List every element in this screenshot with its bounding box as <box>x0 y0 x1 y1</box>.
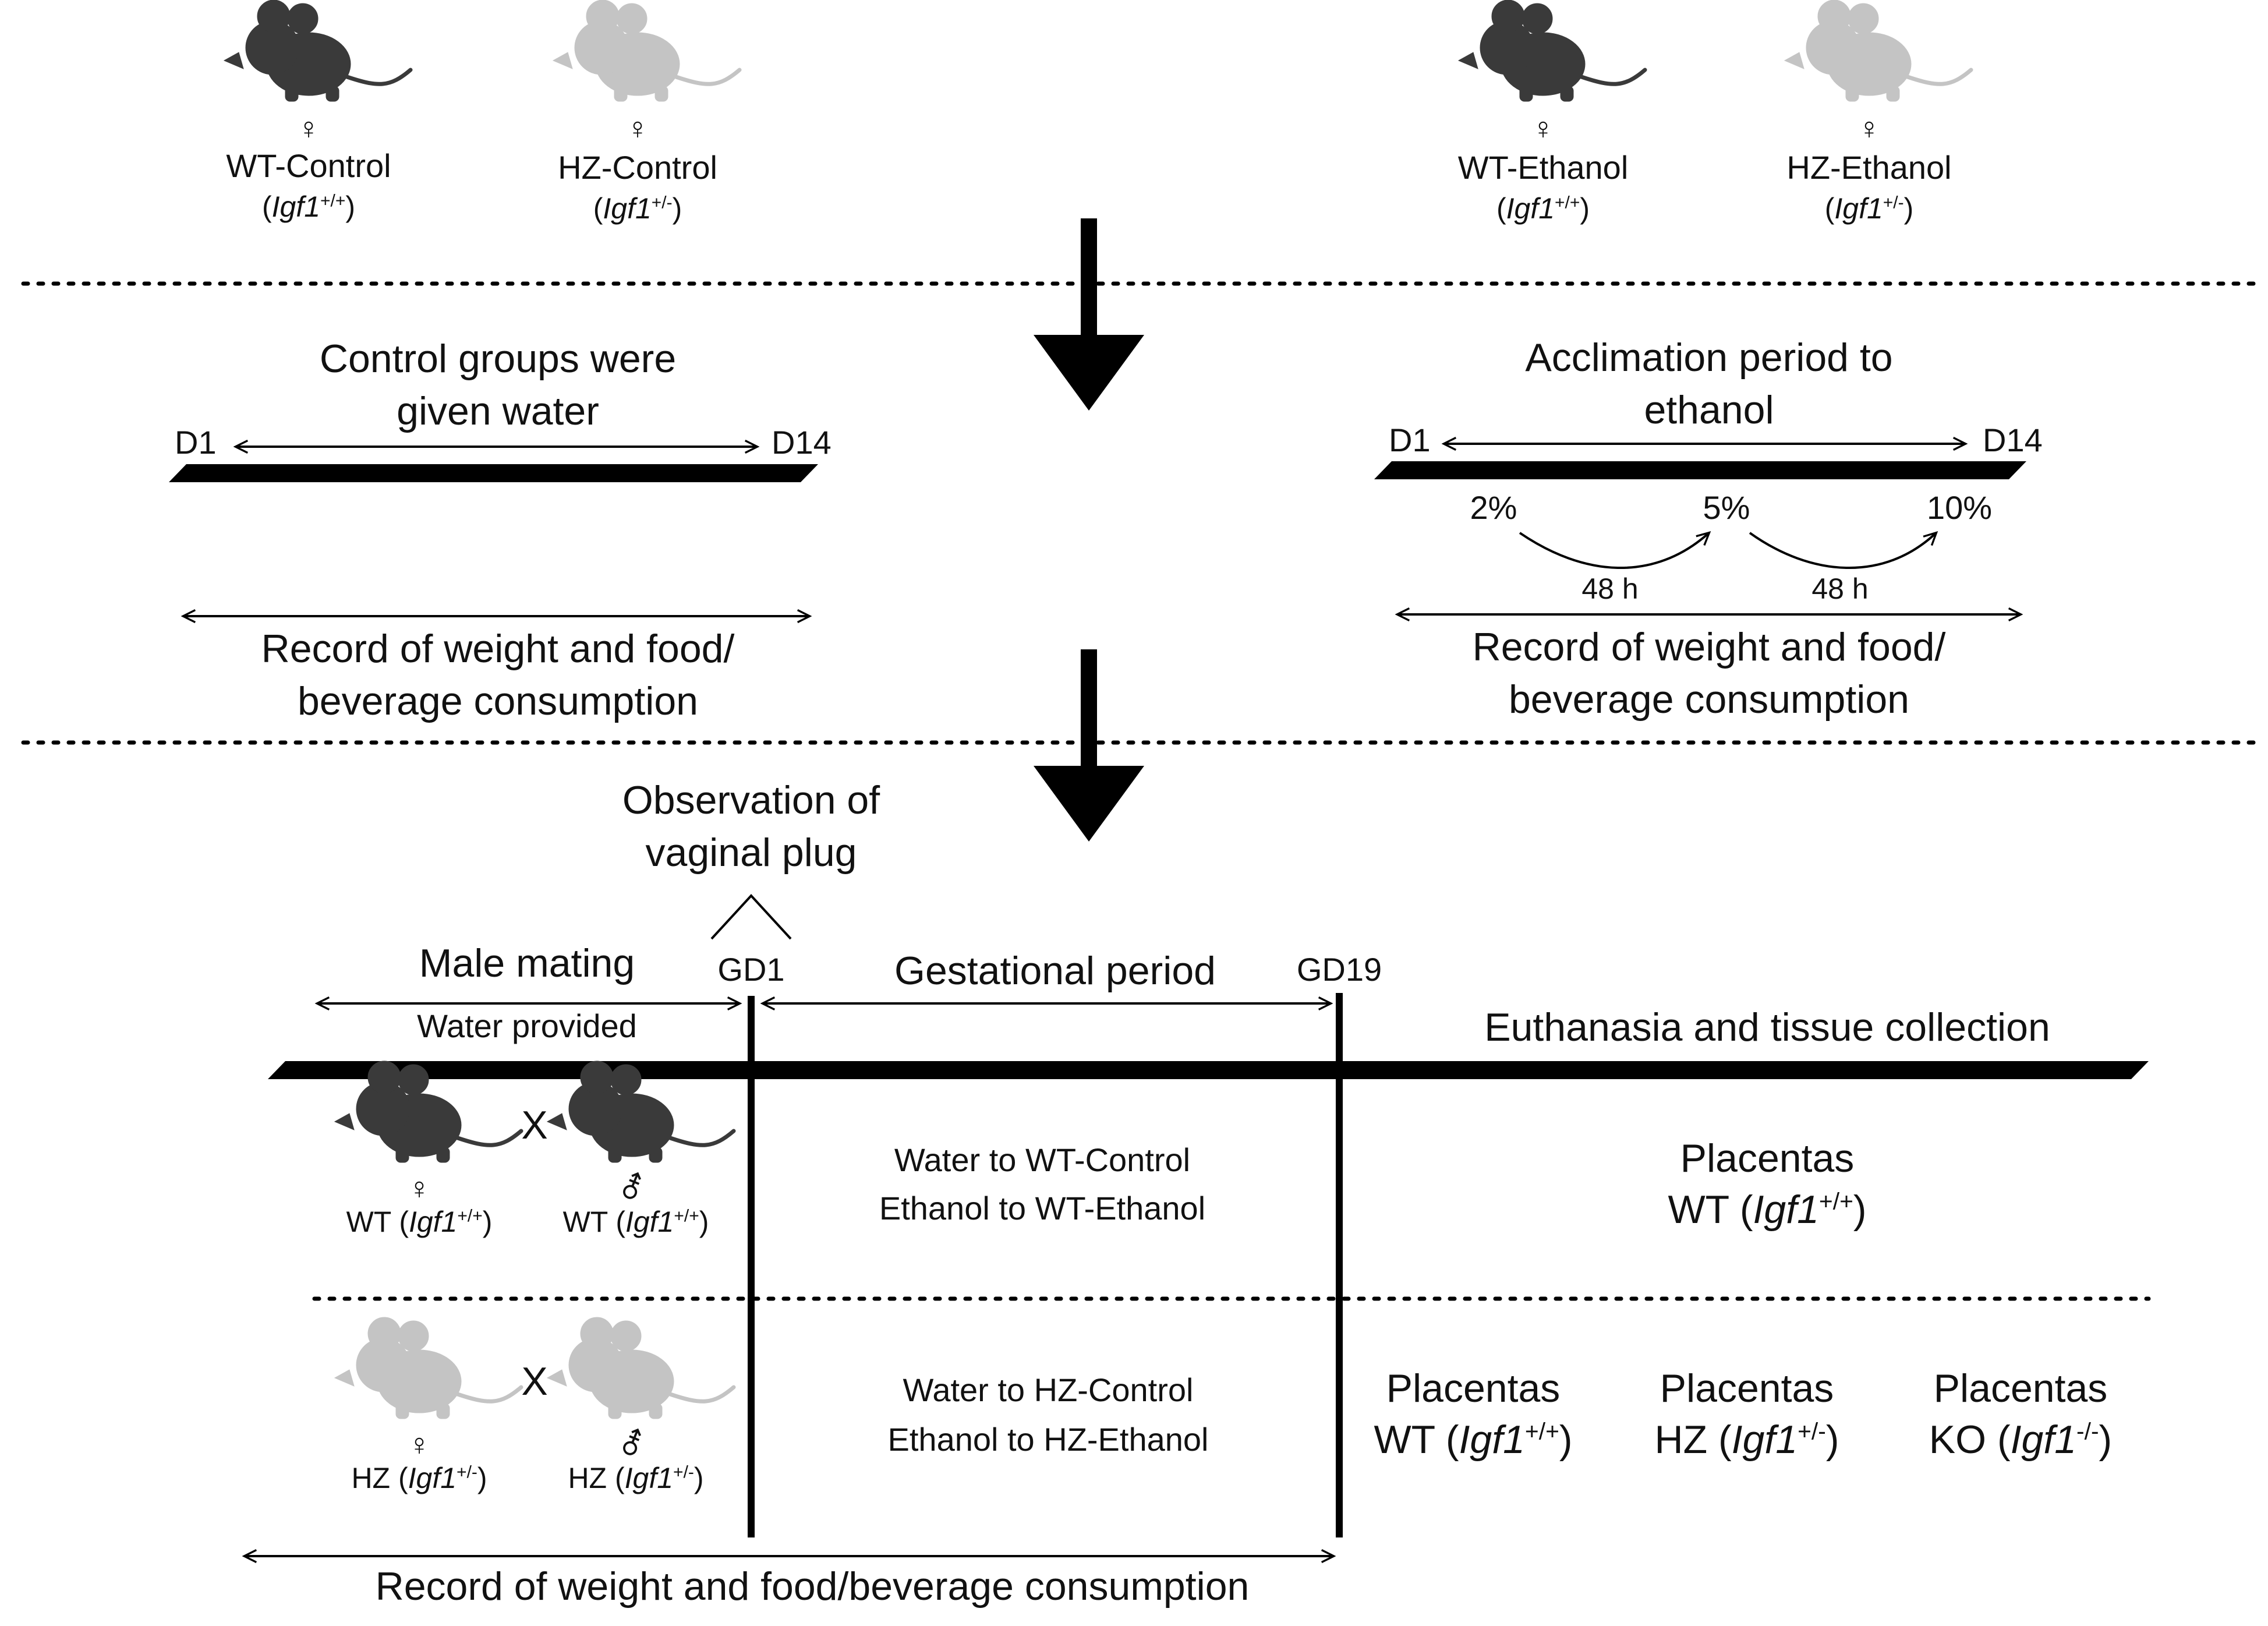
record-caption: Record of weight and food/ <box>261 627 735 671</box>
mouse-hz-icon <box>335 1317 521 1419</box>
mouse-hz-icon <box>547 1317 734 1419</box>
female-symbol-icon: ♀ <box>297 112 320 146</box>
euthanasia-label: Euthanasia and tissue collection <box>1484 1005 2050 1049</box>
concentration-curve-1 <box>1519 531 1711 569</box>
female-symbol-icon: ♀ <box>1857 112 1881 146</box>
group-name: HZ-Control <box>558 149 717 186</box>
concentration-curve-2 <box>1749 531 1938 569</box>
parent-genotype: WT (Igf1+/+) <box>562 1206 709 1238</box>
down-arrow-icon <box>1034 218 1144 411</box>
timeline-start-label: D1 <box>1389 422 1431 458</box>
parent-genotype: WT (Igf1+/+) <box>346 1206 493 1238</box>
parent-genotype: HZ (Igf1+/-) <box>568 1462 704 1494</box>
ethanol-timeline-bar <box>1374 461 2026 479</box>
record-caption: Record of weight and food/beverage consu… <box>375 1564 1250 1609</box>
female-symbol-icon: ♀ <box>626 112 649 146</box>
timeline-start-label: D1 <box>175 424 217 461</box>
male-symbol-icon: ⚦ <box>619 1172 645 1206</box>
female-symbol-icon: ♀ <box>1531 112 1555 146</box>
timeline-end-label: D14 <box>1983 422 2043 458</box>
gd19-label: GD19 <box>1296 951 1382 988</box>
treatment-label: Water to HZ-Control <box>903 1372 1194 1408</box>
group-genotype: (Igf1+/-) <box>593 192 682 225</box>
ethanol-concentration: 2% <box>1470 489 1517 526</box>
interval-label: 48 h <box>1581 572 1639 605</box>
placentas-label: Placentas <box>1660 1366 1834 1411</box>
group-name: HZ-Ethanol <box>1786 149 1952 186</box>
control-title: given water <box>397 389 599 433</box>
water-provided-label: Water provided <box>417 1008 637 1044</box>
vaginal-plug-label: Observation of <box>622 778 880 822</box>
ethanol-title: ethanol <box>1644 388 1774 432</box>
parent-genotype: HZ (Igf1+/-) <box>351 1462 487 1494</box>
gd1-label: GD1 <box>717 951 785 988</box>
record-caption: beverage consumption <box>1508 677 1910 722</box>
placentas-genotype: KO (Igf1-/-) <box>1929 1418 2113 1462</box>
cross-symbol: X <box>521 1103 548 1147</box>
group-name: WT-Control <box>226 147 391 184</box>
ethanol-concentration: 10% <box>1926 489 1993 526</box>
gestation-timeline-bar <box>268 1061 2149 1079</box>
gestational-period-label: Gestational period <box>894 949 1216 993</box>
placentas-label: Placentas <box>1933 1366 2108 1411</box>
record-caption: beverage consumption <box>297 679 699 723</box>
treatment-label: Water to WT-Control <box>894 1141 1191 1178</box>
treatment-label: Ethanol to HZ-Ethanol <box>887 1421 1209 1458</box>
ethanol-title: Acclimation period to <box>1525 335 1893 380</box>
group-name: WT-Ethanol <box>1457 149 1629 186</box>
control-title: Control groups were <box>319 337 677 381</box>
cross-symbol: X <box>521 1359 548 1404</box>
mating-label: Male mating <box>419 941 635 985</box>
group-genotype: (Igf1+/+) <box>261 190 356 223</box>
placentas-label: Placentas <box>1680 1136 1855 1180</box>
ethanol-concentration: 5% <box>1703 489 1750 526</box>
down-arrow-icon <box>1034 649 1144 842</box>
female-symbol-icon: ♀ <box>408 1428 431 1462</box>
mouse-wt-icon <box>224 0 411 101</box>
record-caption: Record of weight and food/ <box>1472 625 1946 669</box>
group-genotype: (Igf1+/-) <box>1824 192 1914 225</box>
female-symbol-icon: ♀ <box>408 1172 431 1206</box>
vaginal-plug-label: vaginal plug <box>645 830 857 875</box>
treatment-label: Ethanol to WT-Ethanol <box>879 1190 1206 1226</box>
group-genotype: (Igf1+/+) <box>1496 192 1590 225</box>
interval-label: 48 h <box>1811 572 1869 605</box>
placentas-genotype: HZ (Igf1+/-) <box>1654 1418 1839 1462</box>
mouse-wt-icon <box>1459 0 1645 101</box>
placentas-label: Placentas <box>1386 1366 1561 1411</box>
mouse-hz-icon <box>1785 0 1971 101</box>
placentas-genotype: WT (Igf1+/+) <box>1374 1418 1573 1462</box>
timeline-end-label: D14 <box>772 424 832 461</box>
mouse-hz-icon <box>553 0 740 101</box>
plug-bracket <box>710 894 792 940</box>
placentas-genotype: WT (Igf1+/+) <box>1668 1187 1867 1232</box>
control-timeline-bar <box>169 464 818 482</box>
male-symbol-icon: ⚦ <box>619 1428 645 1462</box>
